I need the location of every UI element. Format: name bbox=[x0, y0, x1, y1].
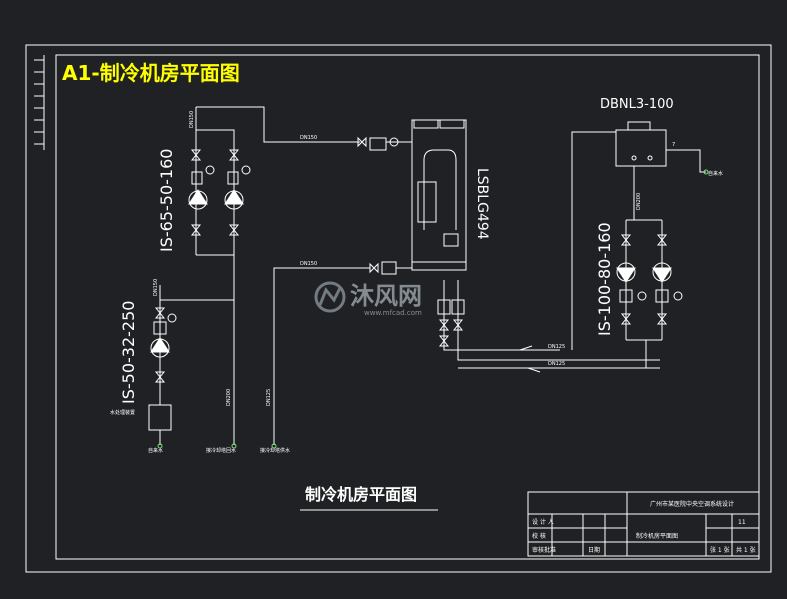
expansion-tank bbox=[571, 121, 706, 350]
pipe-label-dn125-v: DN125 bbox=[266, 389, 272, 406]
chiller-label: LSBLG494 bbox=[474, 168, 490, 240]
chilled-pump-group bbox=[616, 205, 683, 368]
pipe-label-dn125-b: DN125 bbox=[548, 361, 565, 367]
pipe-label-dn125-a: DN125 bbox=[548, 344, 565, 350]
page-title: A1-制冷机房平面图 bbox=[62, 61, 240, 85]
title-block-drawing: 制冷机房平面图 bbox=[636, 532, 678, 540]
note-makeup-water-2: 自来水 bbox=[708, 170, 723, 177]
watermark-logo bbox=[314, 281, 346, 313]
title-block-scale: 张 1 张 bbox=[710, 546, 730, 554]
title-block-row3: 审核批准 bbox=[532, 546, 556, 554]
left-margin-ticks bbox=[34, 55, 45, 150]
note-softener: 水处理装置 bbox=[110, 409, 135, 416]
chiller-unit bbox=[411, 119, 467, 271]
note-cw-return: 接冷却塔回水 bbox=[206, 447, 236, 454]
pipe-end-markers bbox=[157, 169, 709, 449]
cooling-pump-group bbox=[188, 106, 360, 445]
title-block-sheet: 11 bbox=[738, 519, 746, 526]
pipe-label-dn150-v: DN150 bbox=[189, 111, 195, 128]
watermark-brand: 沐风网 bbox=[350, 282, 422, 310]
pump-label-makeup: IS-50-32-250 bbox=[119, 301, 138, 404]
title-block-date: 日期 bbox=[588, 546, 600, 554]
pipe-label-dn150-a: DN150 bbox=[300, 135, 317, 141]
inner-frame bbox=[55, 54, 760, 560]
pipe-label-dn150-c: DN150 bbox=[153, 279, 159, 296]
note-cw-supply: 接冷却塔供水 bbox=[260, 447, 290, 454]
title-block-row1: 设 计 人 bbox=[532, 518, 554, 526]
pump-label-cw: IS-65-50-160 bbox=[157, 149, 176, 252]
watermark-url: www.mfcad.com bbox=[364, 309, 422, 317]
title-block-row2: 校 核 bbox=[532, 532, 546, 540]
chiller-outlet-valves bbox=[437, 280, 660, 373]
note-makeup-water: 自来水 bbox=[148, 447, 163, 454]
pipe-label-dn200-a: DN200 bbox=[226, 389, 232, 406]
pipe-label-dn150-b: DN150 bbox=[300, 261, 317, 267]
drawing-title: 制冷机房平面图 bbox=[305, 485, 417, 504]
title-block-company: 广州市某医院中央空调系统设计 bbox=[650, 500, 734, 508]
cooling-return-pipe bbox=[273, 261, 412, 445]
title-block bbox=[527, 491, 760, 557]
num-7: 7 bbox=[672, 142, 675, 148]
chiller-inlet-valves bbox=[357, 136, 412, 151]
pump-label-chw: IS-100-80-160 bbox=[595, 222, 614, 336]
tank-label: DBNL3-100 bbox=[600, 97, 674, 112]
outer-frame bbox=[25, 44, 772, 573]
title-block-total: 共 1 张 bbox=[736, 546, 756, 554]
pipe-label-dn200-b: DN200 bbox=[636, 193, 642, 210]
makeup-pump-group bbox=[148, 285, 235, 445]
